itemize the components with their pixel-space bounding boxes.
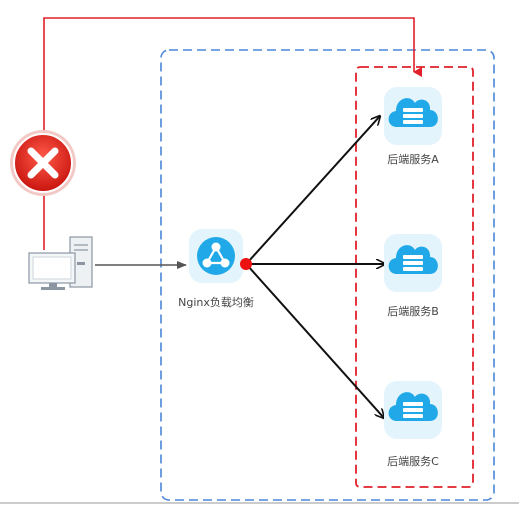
load-balancer-dot — [240, 258, 252, 270]
desktop-computer-icon — [28, 236, 93, 290]
cloud-server-icon — [384, 87, 442, 145]
close-icon — [10, 130, 76, 196]
service-b-label: 后端服务B — [387, 305, 439, 318]
outer-boundary — [160, 49, 495, 501]
network-hub-icon — [189, 229, 243, 283]
service-a-label: 后端服务A — [387, 153, 439, 166]
direct-access-path — [43, 17, 422, 250]
cloud-server-icon — [384, 381, 442, 439]
nginx-label: Nginx负载均衡 — [178, 296, 254, 309]
service-c-label: 后端服务C — [387, 455, 439, 468]
route-to-service-c — [247, 265, 384, 418]
service-group-boundary — [355, 66, 474, 488]
route-to-service-a — [247, 116, 380, 263]
cloud-server-icon — [384, 234, 442, 292]
